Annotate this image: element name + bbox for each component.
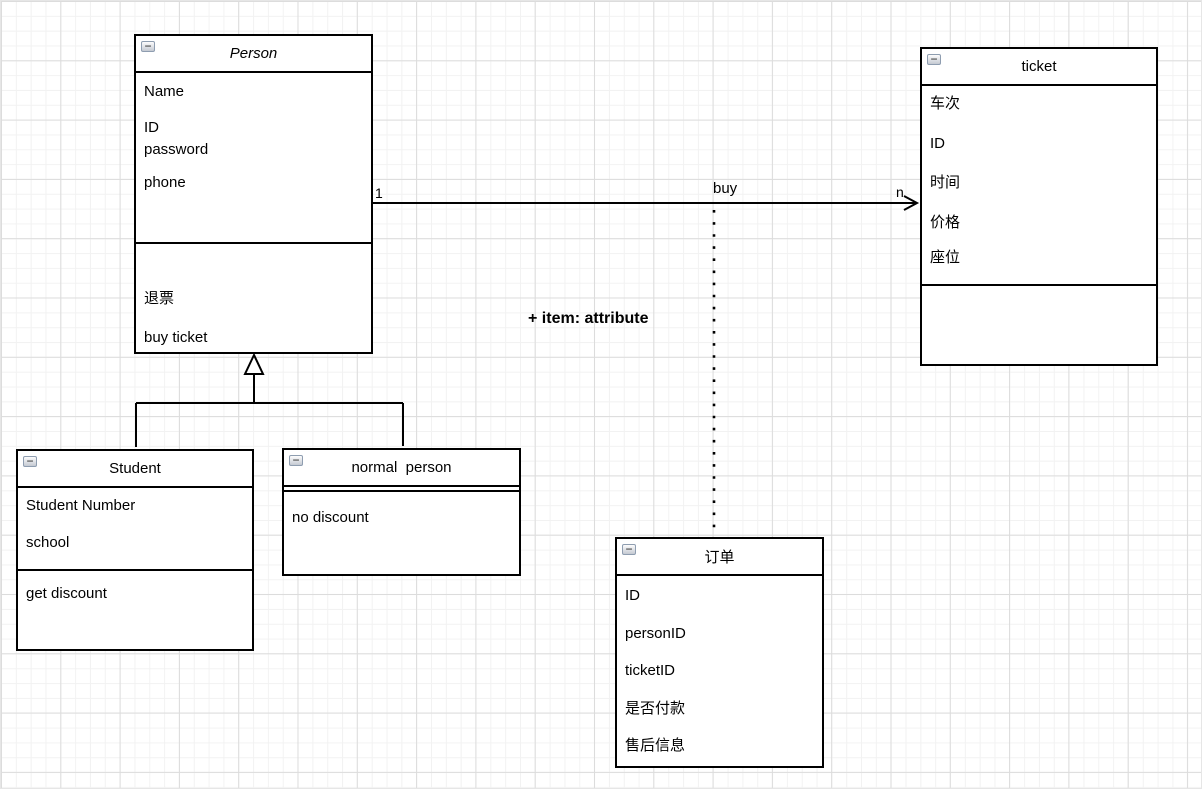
attribute-row[interactable]: school	[26, 534, 70, 551]
attribute-row[interactable]: Name	[144, 83, 185, 100]
class-person-titlebar: − Person	[136, 36, 371, 73]
attribute-row[interactable]: 车次	[930, 95, 961, 112]
class-student[interactable]: − Student Student Number school get disc…	[16, 449, 254, 651]
class-ticket[interactable]: − ticket 车次 ID 时间 价格 座位	[920, 47, 1158, 366]
class-normal-person-title: normal person	[351, 459, 452, 476]
method-row[interactable]: 退票	[144, 290, 175, 307]
attribute-row[interactable]: phone	[144, 174, 186, 191]
class-normal-person-titlebar: − normal person	[284, 450, 519, 487]
attribute-row[interactable]: 是否付款	[625, 700, 686, 717]
attribute-row[interactable]: 时间	[930, 174, 961, 191]
compartment-divider	[136, 242, 371, 244]
method-row[interactable]: no discount	[292, 509, 369, 526]
attribute-row[interactable]: ticketID	[625, 662, 676, 679]
multiplicity-target-label[interactable]: n	[896, 184, 904, 200]
collapse-icon[interactable]: −	[141, 41, 155, 52]
class-ticket-title: ticket	[1021, 58, 1057, 75]
empty-compartment	[284, 487, 519, 492]
class-student-titlebar: − Student	[18, 451, 252, 488]
class-person-title: Person	[229, 45, 278, 62]
hollow-triangle-arrowhead-icon	[243, 352, 265, 375]
collapse-icon[interactable]: −	[927, 54, 941, 65]
multiplicity-source-label[interactable]: 1	[375, 185, 383, 201]
class-normal-person[interactable]: − normal person no discount	[282, 448, 521, 576]
class-order-title: 订单	[704, 549, 735, 566]
attribute-row[interactable]: ID	[930, 135, 945, 152]
collapse-icon[interactable]: −	[289, 455, 303, 466]
class-student-title: Student	[109, 460, 161, 477]
attribute-row[interactable]: personID	[625, 625, 686, 642]
compartment-divider	[922, 284, 1156, 286]
attribute-row[interactable]: 售后信息	[625, 737, 686, 754]
class-order[interactable]: − 订单 ID personID ticketID 是否付款 售后信息	[615, 537, 824, 768]
attribute-row[interactable]: ID	[144, 119, 159, 136]
attribute-row[interactable]: ID	[625, 587, 640, 604]
open-arrowhead-icon	[903, 195, 920, 211]
association-attribute-note[interactable]: + item: attribute	[528, 310, 649, 327]
attribute-row[interactable]: 价格	[930, 214, 961, 231]
method-row[interactable]: get discount	[26, 585, 107, 602]
collapse-icon[interactable]: −	[23, 456, 37, 467]
edge-buy-label[interactable]: buy	[713, 180, 738, 197]
collapse-icon[interactable]: −	[622, 544, 636, 555]
class-ticket-titlebar: − ticket	[922, 49, 1156, 86]
method-row[interactable]: buy ticket	[144, 329, 208, 346]
class-order-titlebar: − 订单	[617, 539, 822, 576]
compartment-divider	[18, 569, 252, 571]
class-person[interactable]: − Person Name ID password phone 退票 buy t…	[134, 34, 373, 354]
attribute-row[interactable]: password	[144, 141, 209, 158]
generalization-edge[interactable]	[135, 374, 404, 447]
attribute-row[interactable]: 座位	[930, 249, 961, 266]
attribute-row[interactable]: Student Number	[26, 497, 136, 514]
